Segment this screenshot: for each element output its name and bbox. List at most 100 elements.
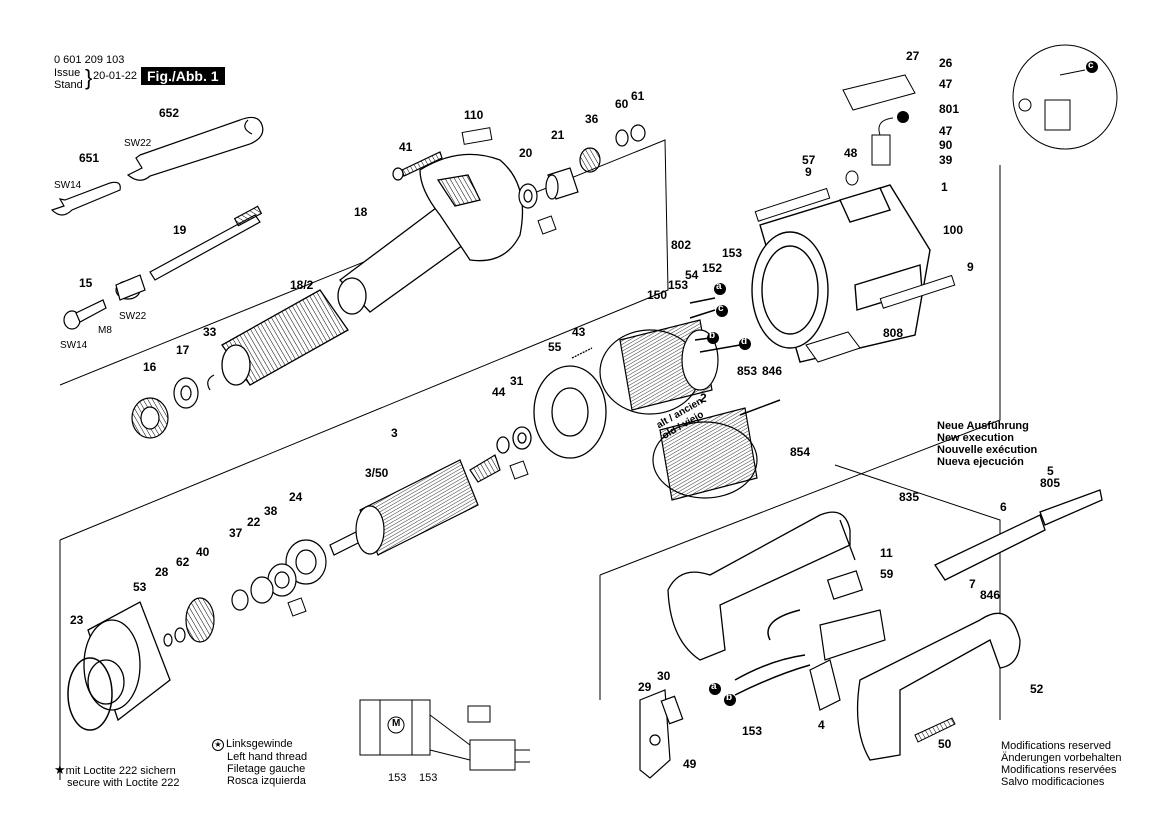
callout: 24 [289, 490, 303, 504]
bearing-stack [518, 124, 646, 209]
handle-846 [856, 612, 1021, 761]
callout: SW22 [119, 311, 147, 322]
figure-label: Fig./Abb. 1 [141, 67, 225, 85]
part-number: 0 601 209 103 [54, 54, 125, 66]
callout: 100 [943, 223, 964, 237]
callout: 43 [572, 325, 586, 339]
modifications-line1: Modifications reserved [1001, 740, 1112, 752]
callout: 3 [391, 426, 398, 440]
callout: 6 [1000, 500, 1007, 514]
armature-3 [329, 454, 501, 556]
callout: 802 [671, 238, 692, 252]
callout: 47 [939, 77, 953, 91]
callout: 31 [510, 374, 524, 388]
callout: 15 [79, 276, 93, 290]
callout: 50 [938, 737, 952, 751]
callout: 41 [399, 140, 413, 154]
loctite-line1: mit Loctite 222 sichern [65, 765, 176, 777]
wires [689, 297, 811, 696]
brush-holder-801 [845, 117, 894, 186]
callout: 29 [638, 680, 652, 694]
callout: 48 [844, 146, 858, 160]
callout: 90 [939, 138, 953, 152]
callout: 18/2 [290, 278, 314, 292]
housing-18 [337, 153, 524, 315]
callout: 62 [176, 555, 190, 569]
callout: 153 [419, 772, 438, 784]
callout: 1 [941, 180, 948, 194]
callout: 52 [1030, 682, 1044, 696]
callout: 153 [668, 278, 689, 292]
loctite-line2: secure with Loctite 222 [67, 777, 180, 789]
callout: 44 [492, 385, 506, 399]
parts-16-17-33 [131, 374, 215, 439]
callout: 854 [790, 445, 811, 459]
grease-icon [287, 215, 557, 617]
callout: 37 [229, 526, 243, 540]
callout: 2 [700, 391, 707, 405]
callout: SW14 [60, 340, 88, 351]
brace: } [85, 65, 93, 90]
callout: 853 [737, 364, 758, 378]
callout: 53 [133, 580, 147, 594]
callout: 3/50 [365, 466, 389, 480]
callout: 22 [247, 515, 261, 529]
new-execution-fr: Nouvelle exécution [937, 444, 1038, 456]
callout: 153 [388, 772, 407, 784]
strip-9 [879, 274, 956, 309]
callout: b [709, 330, 716, 341]
wrench-652 [126, 116, 264, 181]
plate-29 [639, 689, 684, 779]
modifications-note: Modifications reserved Änderungen vorbeh… [1001, 740, 1121, 788]
letter-markers [707, 61, 1098, 706]
left-thread-note: ★Linksgewinde Left hand thread Filetage … [212, 738, 307, 787]
callout: SW22 [124, 138, 152, 149]
bearing-set-lower [163, 539, 327, 647]
stand-label: Stand [54, 79, 83, 91]
callout: 9 [967, 260, 974, 274]
issue-date: 20-01-22 [93, 70, 138, 82]
new-execution-es: Nueva ejecución [937, 456, 1024, 468]
callout: 805 [1040, 476, 1061, 490]
spindle-19 [115, 205, 263, 301]
callout: 19 [173, 223, 187, 237]
callout: 28 [155, 565, 169, 579]
callout: 49 [683, 757, 697, 771]
star-icon: ★ [54, 762, 66, 777]
left-thread-line2: Left hand thread [227, 751, 308, 763]
callout: 20 [519, 146, 533, 160]
callout: 47 [939, 124, 953, 138]
field-coil-2 [652, 407, 758, 501]
modifications-line3: Modifications reservées [1001, 764, 1117, 776]
cable-5 [934, 489, 1103, 581]
inset-detail [1012, 44, 1118, 150]
plate-110 [461, 127, 493, 145]
flange-53 [67, 601, 171, 731]
callout: M8 [98, 325, 112, 336]
callout: a [711, 681, 717, 692]
callout: a [716, 281, 722, 292]
strip-57 [754, 187, 831, 222]
callout: 16 [143, 360, 157, 374]
callout: 153 [722, 246, 743, 260]
callout: 651 [79, 151, 100, 165]
callout: 55 [548, 340, 562, 354]
callout: 61 [631, 89, 645, 103]
plate-808 [805, 331, 861, 363]
callout: 33 [203, 325, 217, 339]
callout: 150 [647, 288, 668, 302]
modifications-line2: Änderungen vorbehalten [1001, 752, 1122, 764]
callout: 846 [980, 588, 1001, 602]
new-execution-en: New execution [937, 432, 1015, 444]
callout: 57 [802, 153, 816, 167]
circuit-diagram [359, 699, 530, 771]
left-thread-line1: Linksgewinde [226, 738, 293, 750]
wrench-651 [50, 181, 121, 216]
modifications-line4: Salvo modificaciones [1001, 776, 1105, 788]
field-coil-802 [599, 319, 719, 415]
callout: c [1088, 60, 1094, 71]
callout: d [741, 336, 748, 347]
issue-label: Issue [54, 67, 81, 79]
left-thread-line4: Rosca izquierda [227, 775, 306, 787]
